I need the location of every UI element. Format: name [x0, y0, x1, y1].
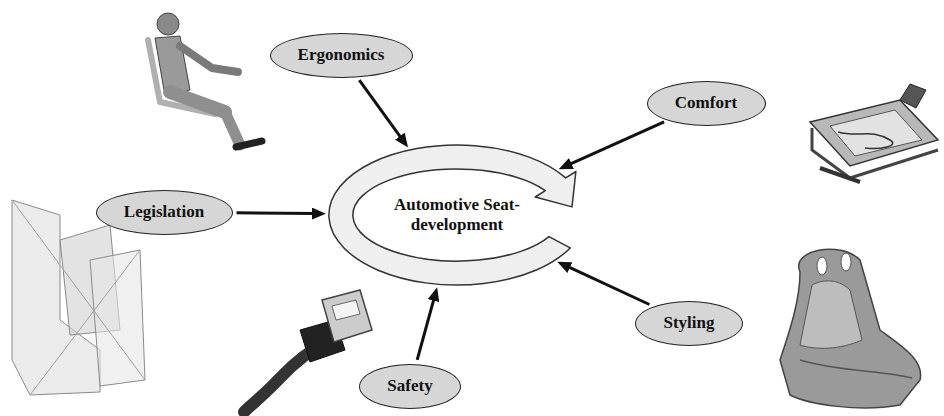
seated-occupant-figure-part [170, 92, 225, 112]
seat-frame-drawing [810, 84, 938, 182]
influence-arrow [359, 80, 402, 139]
influence-arrow [568, 122, 664, 165]
circular-arrow-hub: Automotive Seat-development [311, 127, 603, 303]
seated-occupant-figure-part [225, 112, 240, 145]
sport-seat-drawing-part [817, 257, 827, 275]
topic-label: Legislation [124, 202, 204, 222]
topic-label: Styling [663, 313, 714, 333]
legislation-wireframe-part [30, 250, 140, 395]
seated-occupant-figure-part [157, 13, 179, 35]
sport-seat-drawing [780, 249, 921, 408]
sport-seat-drawing-part [780, 249, 921, 408]
influence-arrow [237, 211, 316, 215]
topic-ellipse: Safety [359, 364, 461, 409]
seatbelt-buckle-part [322, 290, 372, 342]
hub-label: Automotive Seat-development [382, 195, 532, 236]
seated-occupant-figure-part [236, 141, 262, 147]
topic-ellipse: Styling [635, 301, 743, 346]
seat-frame-drawing-part [900, 84, 926, 108]
influence-arrow [417, 297, 434, 360]
seated-occupant-figure [148, 13, 262, 147]
topic-label: Ergonomics [298, 45, 385, 65]
topic-label: Comfort [675, 93, 737, 113]
seated-occupant-figure-part [180, 46, 238, 72]
seat-frame-drawing-part [830, 110, 922, 156]
seatbelt-buckle [244, 290, 372, 412]
sport-seat-drawing-part [841, 253, 851, 271]
legislation-wireframe-part [90, 250, 145, 386]
influence-arrow [566, 266, 649, 305]
seatbelt-buckle-part [332, 300, 360, 320]
sport-seat-drawing-part [800, 360, 912, 378]
topic-ellipse: Legislation [96, 190, 233, 235]
circular-arrow-shape [329, 145, 576, 285]
topic-ellipse: Ergonomics [270, 33, 413, 78]
sport-seat-drawing-part [800, 281, 862, 348]
seat-frame-drawing-part [820, 168, 860, 182]
seat-frame-drawing-part [838, 132, 893, 149]
topic-label: Safety [387, 376, 432, 396]
topic-ellipse: Comfort [647, 81, 766, 126]
